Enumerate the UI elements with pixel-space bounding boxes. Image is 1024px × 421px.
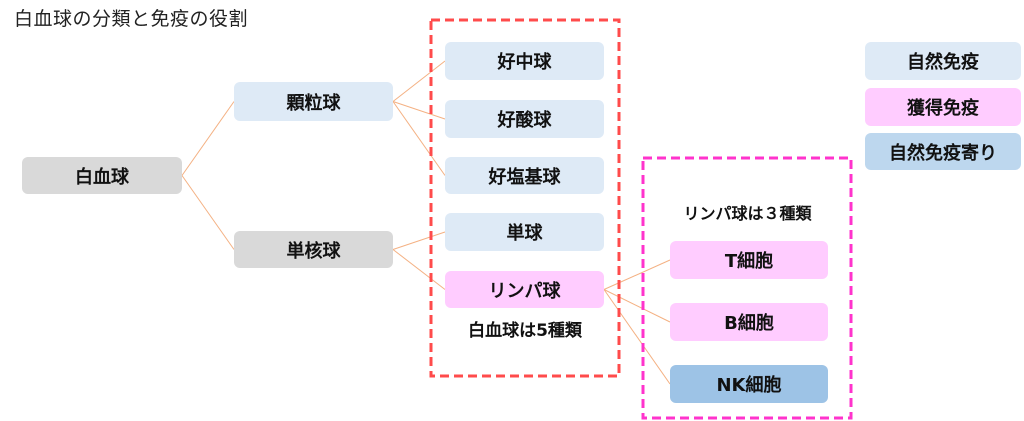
node-nk-cell: NK細胞 (670, 365, 828, 403)
lymphocyte-types-label: リンパ球は３種類 (683, 204, 812, 223)
leukocyte-types-group-border (429, 18, 621, 378)
edge-mononuclear-monocyte (392, 231, 446, 250)
edge-lymphocyte-nk_cell (603, 289, 671, 385)
node-mononuclear: 単核球 (234, 231, 393, 268)
edge-mononuclear-lymphocyte (392, 249, 446, 290)
edge-lymphocyte-b_cell (603, 289, 671, 323)
node-basophil: 好塩基球 (445, 157, 604, 194)
node-t-cell: T細胞 (670, 241, 828, 279)
edge-granulocyte-eosinophil (392, 101, 446, 120)
node-lymphocyte: リンパ球 (445, 271, 604, 308)
legend-item-adaptive: 獲得免疫 (865, 88, 1021, 126)
edge-granulocyte-neutrophil (392, 60, 446, 102)
node-monocyte: 単球 (445, 213, 604, 251)
edge-leukocyte-mononuclear (181, 175, 235, 250)
edge-granulocyte-basophil (392, 101, 446, 176)
lymphocyte-types-group-border (641, 156, 853, 420)
node-granulocyte: 顆粒球 (234, 82, 393, 121)
diagram-title: 白血球の分類と免疫の役割 (14, 8, 249, 30)
node-eosinophil: 好酸球 (445, 100, 604, 138)
leukocyte-types-label: 白血球は5種類 (468, 321, 582, 341)
edge-leukocyte-granulocyte (181, 101, 235, 176)
node-b-cell: B細胞 (670, 303, 828, 341)
edge-lymphocyte-t_cell (603, 259, 671, 290)
legend-item-innate: 自然免疫 (865, 42, 1021, 80)
node-leukocyte: 白血球 (22, 157, 182, 194)
legend-item-innate-leaning: 自然免疫寄り (865, 133, 1021, 170)
node-neutrophil: 好中球 (445, 42, 604, 80)
